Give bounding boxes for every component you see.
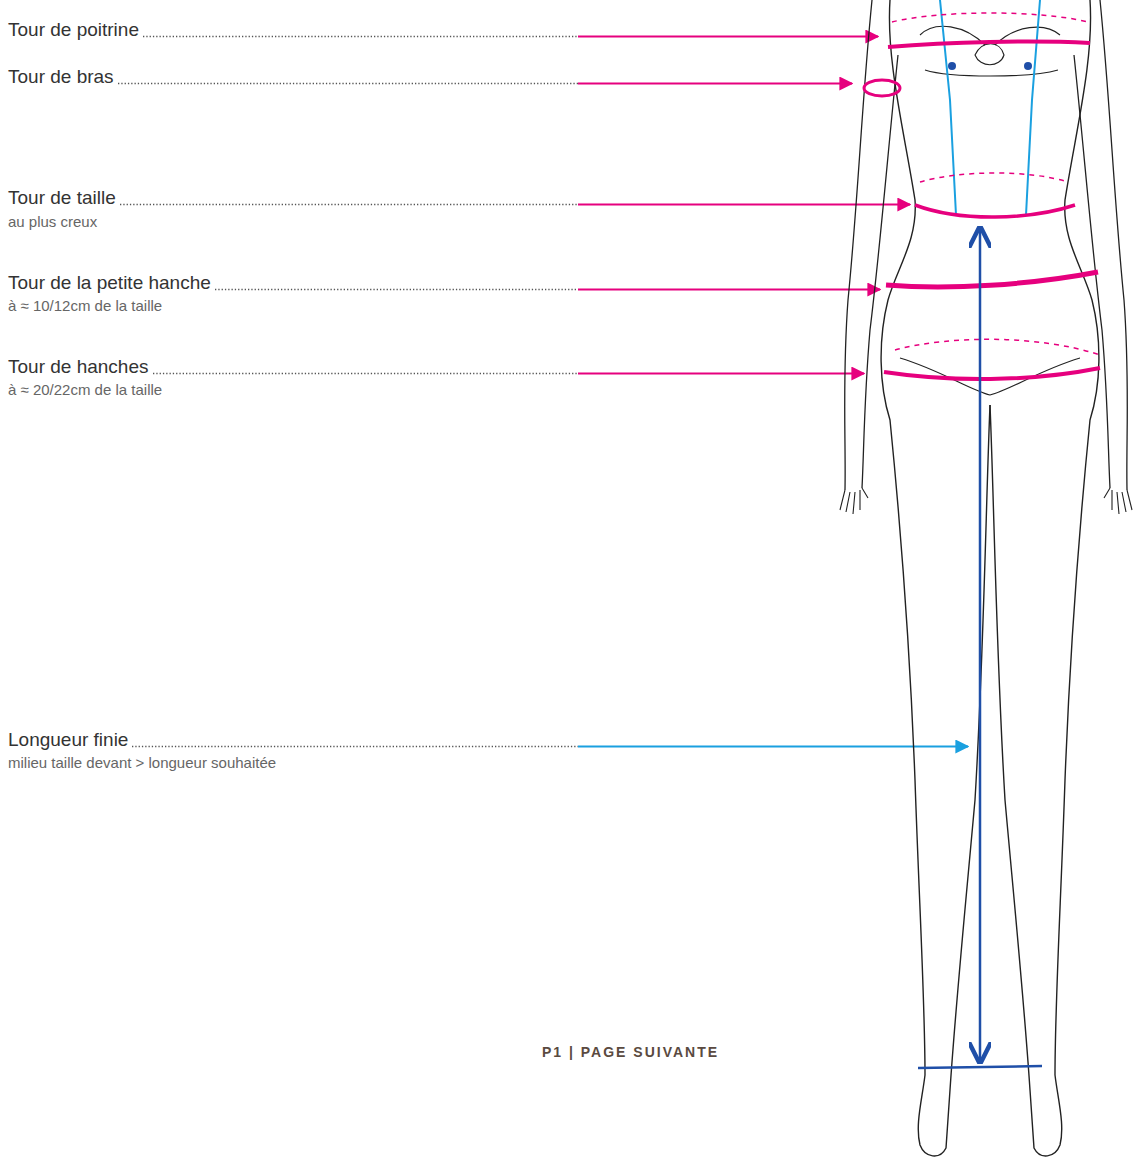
dotted-leader (132, 746, 578, 747)
measure-name: Tour de la petite hanche (8, 272, 211, 295)
pointer-arrow (578, 36, 878, 38)
dotted-leader (143, 36, 578, 37)
measure-note: milieu taille devant > longueur souhaité… (8, 754, 276, 772)
measure-name: Tour de hanches (8, 356, 149, 379)
guide-lines (940, 0, 1040, 215)
pointer-arrow (578, 289, 880, 291)
pointer-arrow (578, 373, 864, 375)
pointer-arrow (578, 83, 852, 85)
side-marks (948, 62, 1032, 70)
measure-bands (864, 13, 1100, 379)
dotted-leader (153, 373, 578, 374)
page-footer: P1 | PAGE SUIVANTE (542, 1044, 719, 1061)
pointer-arrow (578, 204, 910, 206)
measure-note: au plus creux (8, 213, 97, 231)
measure-name: Tour de bras (8, 66, 114, 89)
measure-name: Tour de poitrine (8, 19, 139, 42)
measure-note: à ≈ 20/22cm de la taille (8, 381, 162, 399)
dotted-leader (215, 289, 578, 290)
measure-name: Longueur finie (8, 729, 128, 752)
length-arrow (979, 228, 982, 1062)
dotted-leader (118, 83, 578, 84)
bust-sketch (920, 26, 1060, 76)
pointer-arrow (578, 746, 968, 748)
dotted-leader (120, 204, 578, 205)
measure-note: à ≈ 10/12cm de la taille (8, 297, 162, 315)
arm-outline (840, 0, 1132, 514)
body-outline (881, 0, 1099, 1156)
hem-line (918, 1066, 1042, 1068)
measure-name: Tour de taille (8, 187, 116, 210)
